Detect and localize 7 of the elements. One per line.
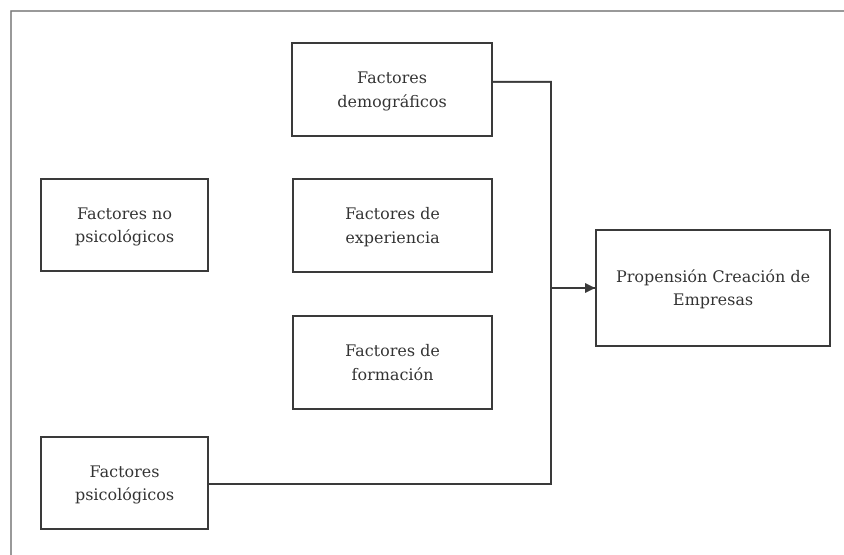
factor-box: Propensión Creación de Empresas (595, 229, 831, 347)
factor-box: Factores de formación (292, 315, 493, 410)
connector-arrow (209, 283, 595, 485)
factor-box: Factores demográficos (291, 42, 493, 137)
factor-box: Factores de experiencia (292, 178, 493, 273)
factor-box: Factores psicológicos (40, 436, 209, 530)
factor-box: Factores no psicológicos (40, 178, 209, 272)
